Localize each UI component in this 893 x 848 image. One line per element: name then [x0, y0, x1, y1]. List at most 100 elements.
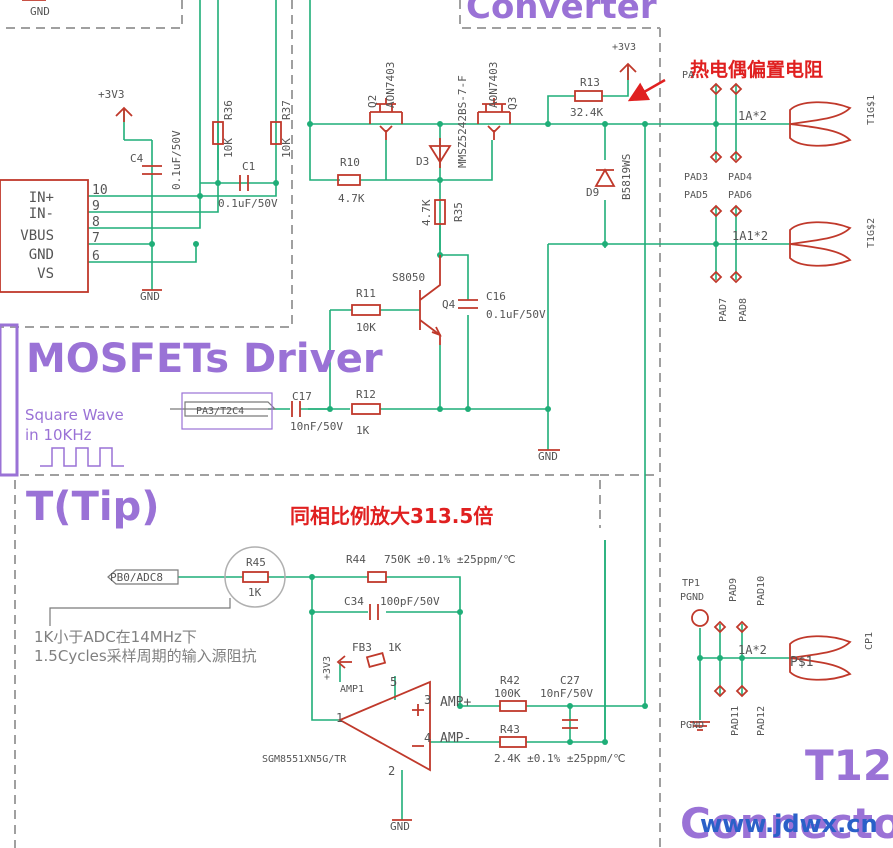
tip-clip-3 — [789, 635, 852, 681]
label-top-gnd: GND — [30, 5, 50, 18]
label-r11-val: 10K — [356, 321, 376, 334]
pin-number: 6 — [92, 249, 100, 264]
label-pad5: PAD5 — [684, 190, 708, 201]
section-title-converter: Converter — [466, 0, 657, 27]
note-square-wave-2: in 10KHz — [25, 426, 92, 444]
label-amp1: AMP1 — [340, 684, 364, 695]
label-cp1: CP1 — [864, 632, 875, 650]
label-p1: P$1 — [790, 655, 813, 670]
label-q3: Q3 — [506, 97, 519, 110]
note-gain: 同相比例放大313.5倍 — [290, 504, 493, 528]
label-pad12: PAD12 — [756, 706, 767, 736]
pin-name: VS — [37, 266, 54, 282]
note-square-wave-1: Square Wave — [25, 406, 124, 424]
label-d3: D3 — [416, 155, 429, 168]
label-r13-val: 32.4K — [570, 106, 603, 119]
label-pad6: PAD6 — [728, 190, 752, 201]
label-r43-val: 2.4K ±0.1% ±25ppm/℃ — [494, 752, 626, 765]
label-c34: C34 — [344, 595, 364, 608]
label-pb0: PB0/ADC8 — [110, 571, 163, 584]
label-c4: C4 — [130, 152, 144, 165]
pa3-box — [181, 392, 273, 430]
label-amp-pin3: 3 — [424, 693, 431, 707]
part-labels: GND +3V3 C4 0.1uF/50V R36 10K R37 10K C1… — [30, 5, 877, 833]
label-a1-3: 1A*2 — [738, 643, 767, 657]
note-adc-2: 1.5Cycles采样周期的输入源阻抗 — [34, 647, 257, 665]
label-gnd-mid: GND — [538, 450, 558, 463]
pads — [709, 82, 749, 698]
label-c17-val: 10nF/50V — [290, 420, 343, 433]
label-amp-pin4: 4 — [424, 731, 431, 745]
label-q4: Q4 — [442, 298, 456, 311]
label-q3-pn: AON7403 — [487, 62, 500, 108]
label-r36-val: 10K — [222, 138, 235, 158]
label-pad4: PAD4 — [728, 172, 752, 183]
wires — [88, 0, 790, 820]
annotation-arrow — [627, 78, 666, 102]
label-pa: PA — [682, 70, 694, 81]
label-r11: R11 — [356, 287, 376, 300]
label-r13: R13 — [580, 76, 600, 89]
label-r45-val: 1K — [248, 586, 262, 599]
square-wave-icon — [40, 447, 124, 467]
label-pad10: PAD10 — [756, 576, 767, 606]
label-r10-val: 4.7K — [338, 192, 365, 205]
label-r44: R44 — [346, 553, 366, 566]
label-r37-val: 10K — [280, 138, 293, 158]
pin-name: IN- — [29, 206, 54, 222]
label-gnd-left: GND — [140, 290, 160, 303]
label-r12-val: 1K — [356, 424, 370, 437]
connector-box — [0, 179, 89, 293]
label-q2-pn: AON7403 — [384, 62, 397, 108]
label-a1-1: 1A*2 — [738, 109, 767, 123]
hierarchy-bracket — [0, 323, 19, 477]
label-amp-minus: AMP- — [440, 731, 471, 746]
label-pad7: PAD7 — [718, 298, 729, 322]
label-tp1-pgnd: PGND — [680, 592, 704, 603]
label-pad11: PAD11 — [730, 706, 741, 736]
label-d9-pn: B5819WS — [620, 154, 633, 200]
label-q4-pn: S8050 — [392, 271, 425, 284]
watermark: www.jdwx.cn — [700, 810, 878, 838]
note-bias-resistor: 热电偶偏置电阻 — [690, 58, 823, 81]
pin-number: 10 — [92, 183, 108, 198]
pin-number: 7 — [92, 231, 100, 246]
label-d9: D9 — [586, 186, 599, 199]
section-title-connector: Connector — [680, 799, 893, 848]
label-gnd-amp: GND — [390, 820, 410, 833]
label-amp-pin5: 5 — [390, 675, 397, 689]
label-tp1: TP1 — [682, 578, 700, 589]
leader-lines — [49, 401, 277, 626]
label-r12: R12 — [356, 388, 376, 401]
label-amp-pin1: 1 — [336, 711, 343, 725]
label-c27: C27 — [560, 674, 580, 687]
section-title-t12: T12 — [805, 741, 892, 790]
label-vcc-left: +3V3 — [98, 88, 125, 101]
connector-pins: IN+ IN- VBUS GND VS 10 9 8 7 6 — [20, 183, 107, 282]
label-c4-val: 0.1uF/50V — [170, 130, 183, 190]
section-frames — [0, 0, 661, 848]
note-adc-1: 1K小于ADC在14MHz下 — [34, 628, 197, 646]
label-pad8: PAD8 — [738, 298, 749, 322]
label-vcc-amp: +3V3 — [322, 656, 333, 680]
label-t1g2: T1G$2 — [866, 218, 877, 248]
label-t1g1: T1G$1 — [866, 95, 877, 125]
label-pgnd: PGND — [680, 720, 704, 731]
label-d3-pn: MMSZ5242BS-7-F — [456, 75, 469, 168]
label-c27-val: 10nF/50V — [540, 687, 593, 700]
label-c34-val: 100pF/50V — [380, 595, 440, 608]
pin-name: IN+ — [29, 190, 54, 206]
label-r10: R10 — [340, 156, 360, 169]
label-r42: R42 — [500, 674, 520, 687]
label-r37: R37 — [280, 100, 293, 120]
label-amp-pn: SGM8551XN5G/TR — [262, 754, 347, 765]
pin-number: 8 — [92, 215, 100, 230]
section-title-mosfet-driver: MOSFETs Driver — [26, 336, 383, 382]
label-pad3: PAD3 — [684, 172, 708, 183]
label-fb3-val: 1K — [388, 641, 402, 654]
label-vcc-top: +3V3 — [612, 42, 636, 53]
junctions — [149, 121, 745, 745]
tip-clip-2 — [789, 221, 852, 267]
pin-name: VBUS — [20, 228, 54, 244]
